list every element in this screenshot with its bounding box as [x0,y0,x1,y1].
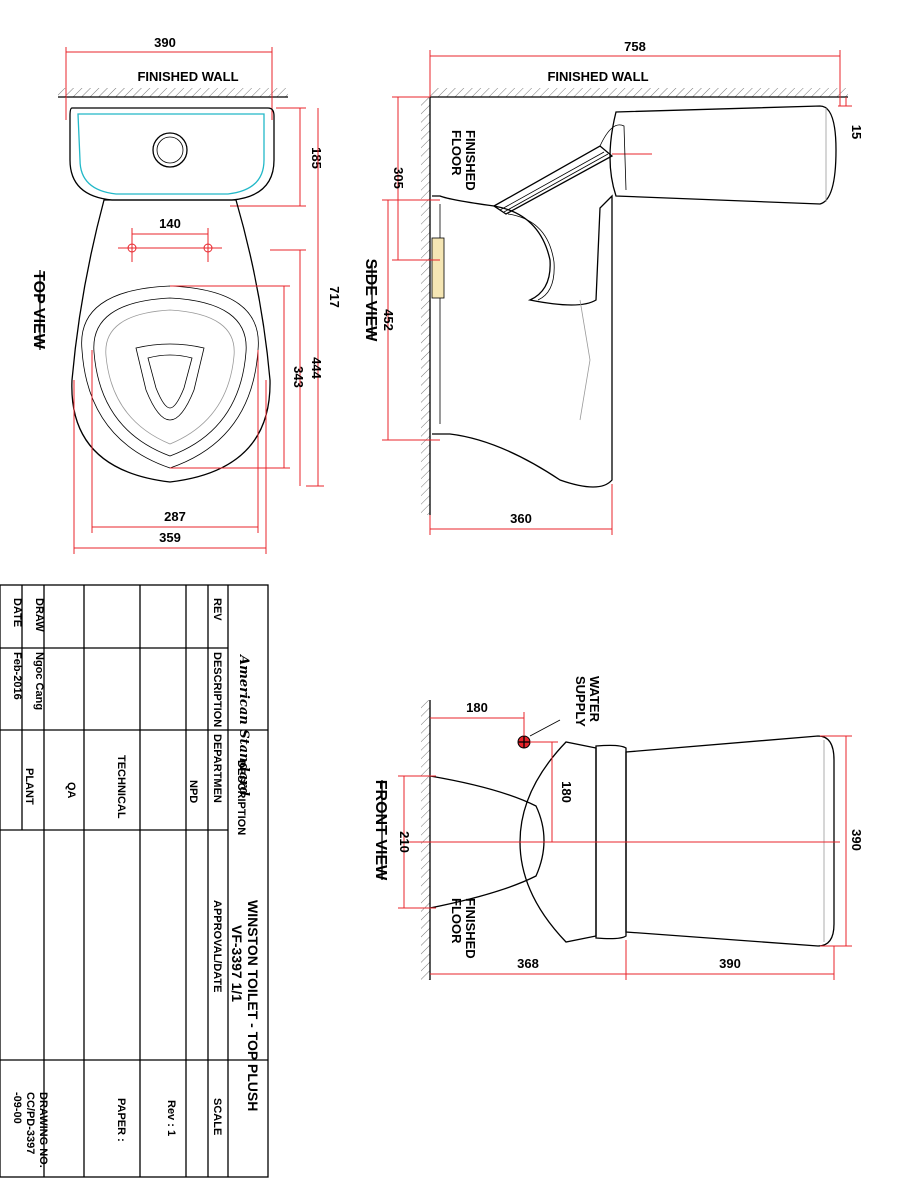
tb-dept-qa: QA [65,782,77,799]
tb-dept-npd: NPD [187,780,199,803]
water-supply-label-2: SUPPLY [573,676,588,727]
side-dim-360: 360 [510,511,532,526]
tb-drawing-no-1: CC/PD-3397 [24,1092,36,1154]
side-floor-label-2: FLOOR [449,130,464,176]
side-floor-label-1: FINISHED [463,130,478,191]
front-floor-label-1: FINISHED [463,898,478,959]
tb-product-code: VF-3397 1/1 [229,925,245,1002]
tb-description-col: DESCRIPTION [211,652,223,727]
tb-product-title: WINSTON TOILET - TOP PLUSH [245,900,261,1111]
front-dim-180-h: 180 [466,700,488,715]
side-view-title: SIDE VIEW [362,259,379,343]
top-dim-717: 717 [327,286,342,308]
side-dim-452: 452 [381,309,396,331]
side-view-seat-lid [492,145,614,215]
tb-dept-technical: TECHNICAL [115,755,127,819]
tb-drawing-no-label: DRAWING NO. [37,1092,49,1168]
side-dim-15: 15 [849,125,864,139]
tb-drawing-no-2: -09-00 [11,1092,23,1124]
front-floor-label-2: FLOOR [449,898,464,944]
tb-rev-header: REV [211,598,223,621]
top-view-bowl [71,199,271,483]
front-view-tank [625,735,835,947]
front-dim-390-w: 390 [849,829,864,851]
tb-draw-label: DRAW [33,598,45,632]
front-dim-368: 368 [517,956,539,971]
water-supply-label-1: WATER [587,676,602,723]
flush-button [152,132,188,168]
tb-department-header: DEPARTMEN [211,734,223,803]
tb-rev-value: Rev : 1 [165,1100,177,1136]
top-view-title: TOP VIEW [30,271,47,350]
front-view-title: FRONT VIEW [372,780,389,881]
top-dim-287: 287 [164,509,186,524]
top-dim-359: 359 [159,530,181,545]
side-view-wall-label: FINISHED WALL [547,69,648,84]
top-view-wall-hatch [58,88,288,97]
front-view-pedestal [429,775,545,909]
tb-approval-header: APPROVAL/DATE [211,900,223,993]
tb-draw-value: Ngoc Cang [33,652,45,710]
front-view-seat [595,744,627,940]
front-dim-180-v: 180 [559,781,574,803]
front-view-floor-hatch [421,700,430,980]
top-dim-444: 444 [309,357,324,379]
side-view: FINISHED WALL FINISHED FLOOR 758 15 [362,39,864,535]
top-view-seat [81,285,259,469]
tb-scale-header: SCALE [211,1098,223,1135]
title-block: American Standard DESCRIPTION WINSTON TO… [0,584,269,1178]
top-view-tank [69,107,275,201]
tb-paper-label: PAPER : [115,1098,127,1142]
tb-dept-plant: PLANT [23,768,35,805]
front-view-bowl [519,741,597,943]
top-dim-343: 343 [291,366,306,388]
side-view-floor-hatch [421,97,430,515]
side-view-bowl [432,194,613,488]
top-dim-140: 140 [159,216,181,231]
side-view-tank [609,105,837,205]
front-dim-390-h: 390 [719,956,741,971]
top-view: FINISHED WALL 390 185 140 71 [30,35,342,554]
side-dim-305: 305 [391,167,406,189]
front-dim-210: 210 [397,831,412,853]
front-view: FINISHED FLOOR WATER SUPPLY 180 180 210 [372,676,864,980]
tb-description-header: DESCRIPTION [235,760,247,835]
tb-date-label: DATE [11,598,23,627]
side-dim-758: 758 [624,39,646,54]
top-view-wall-label: FINISHED WALL [137,69,238,84]
side-view-wall-hatch [430,88,848,97]
tb-date-value: Feb-2016 [11,652,23,700]
brand-logo: American Standard [236,653,251,796]
top-dim-185: 185 [309,147,324,169]
top-dim-390: 390 [154,35,176,50]
